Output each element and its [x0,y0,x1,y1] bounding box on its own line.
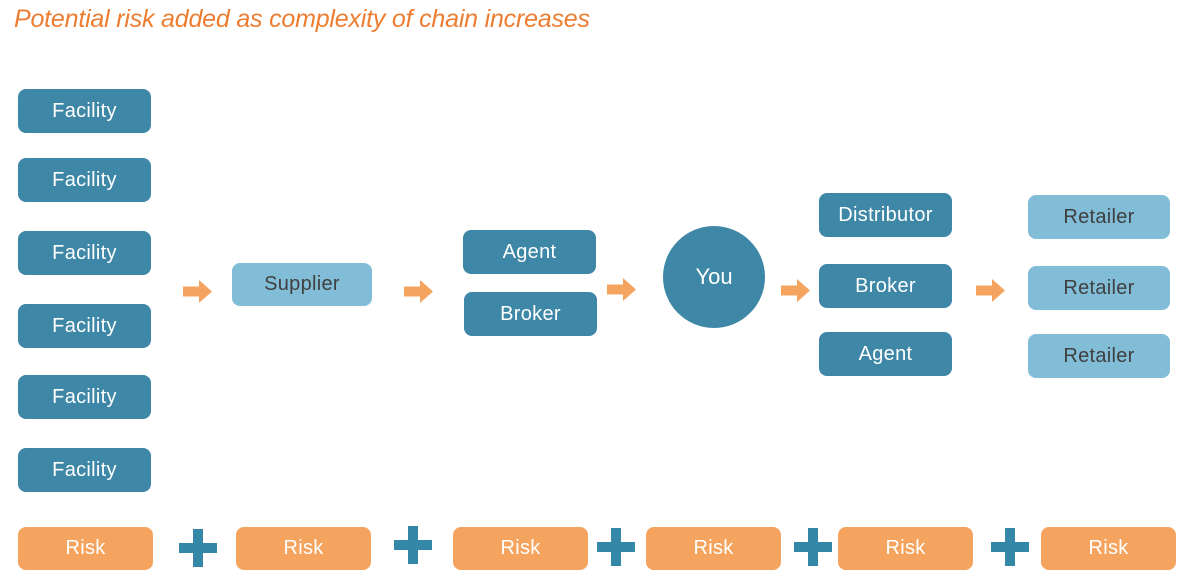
retailer-label: Retailer [1063,276,1135,299]
risk-box: Risk [453,527,588,570]
facility-box: Facility [18,89,151,133]
risk-label: Risk [1088,537,1129,559]
risk-box: Risk [236,527,371,570]
facility-box: Facility [18,231,151,275]
risk-box: Risk [646,527,781,570]
facility-label: Facility [52,458,117,481]
diagram-title: Potential risk added as complexity of ch… [14,5,590,33]
facility-label: Facility [52,99,117,122]
right-arrow-icon [781,278,811,303]
facility-box: Facility [18,304,151,348]
risk-label: Risk [885,537,926,559]
plus-icon [597,528,635,566]
distributor-box: Distributor [819,193,952,237]
broker-label: Broker [855,274,916,297]
risk-box: Risk [1041,527,1176,570]
plus-icon [179,529,217,567]
right-arrow-icon [976,278,1006,303]
facility-box: Facility [18,158,151,202]
facility-label: Facility [52,314,117,337]
facility-label: Facility [52,168,117,191]
supplier-box: Supplier [232,263,372,306]
plus-icon [394,526,432,564]
right-arrow-icon [404,279,434,304]
risk-label: Risk [693,537,734,559]
you-circle: You [663,226,765,328]
right-arrow-icon [183,279,213,304]
facility-label: Facility [52,241,117,264]
risk-label: Risk [283,537,324,559]
broker-box: Broker [819,264,952,308]
facility-box: Facility [18,448,151,492]
agent-label: Agent [858,342,913,365]
risk-label: Risk [500,537,541,559]
agent-box: Agent [463,230,596,274]
facility-label: Facility [52,385,117,408]
agent-label: Agent [502,240,557,263]
risk-box: Risk [18,527,153,570]
you-label: You [695,264,733,289]
plus-icon [794,528,832,566]
agent-box: Agent [819,332,952,376]
retailer-box: Retailer [1028,195,1170,239]
right-arrow-icon [607,277,637,302]
facility-box: Facility [18,375,151,419]
supplier-label: Supplier [264,273,340,295]
risk-label: Risk [65,537,106,559]
plus-icon [991,528,1029,566]
broker-label: Broker [500,302,561,325]
risk-box: Risk [838,527,973,570]
broker-box: Broker [464,292,597,336]
retailer-label: Retailer [1063,344,1135,367]
distributor-label: Distributor [838,203,933,226]
retailer-box: Retailer [1028,334,1170,378]
retailer-label: Retailer [1063,205,1135,228]
retailer-box: Retailer [1028,266,1170,310]
